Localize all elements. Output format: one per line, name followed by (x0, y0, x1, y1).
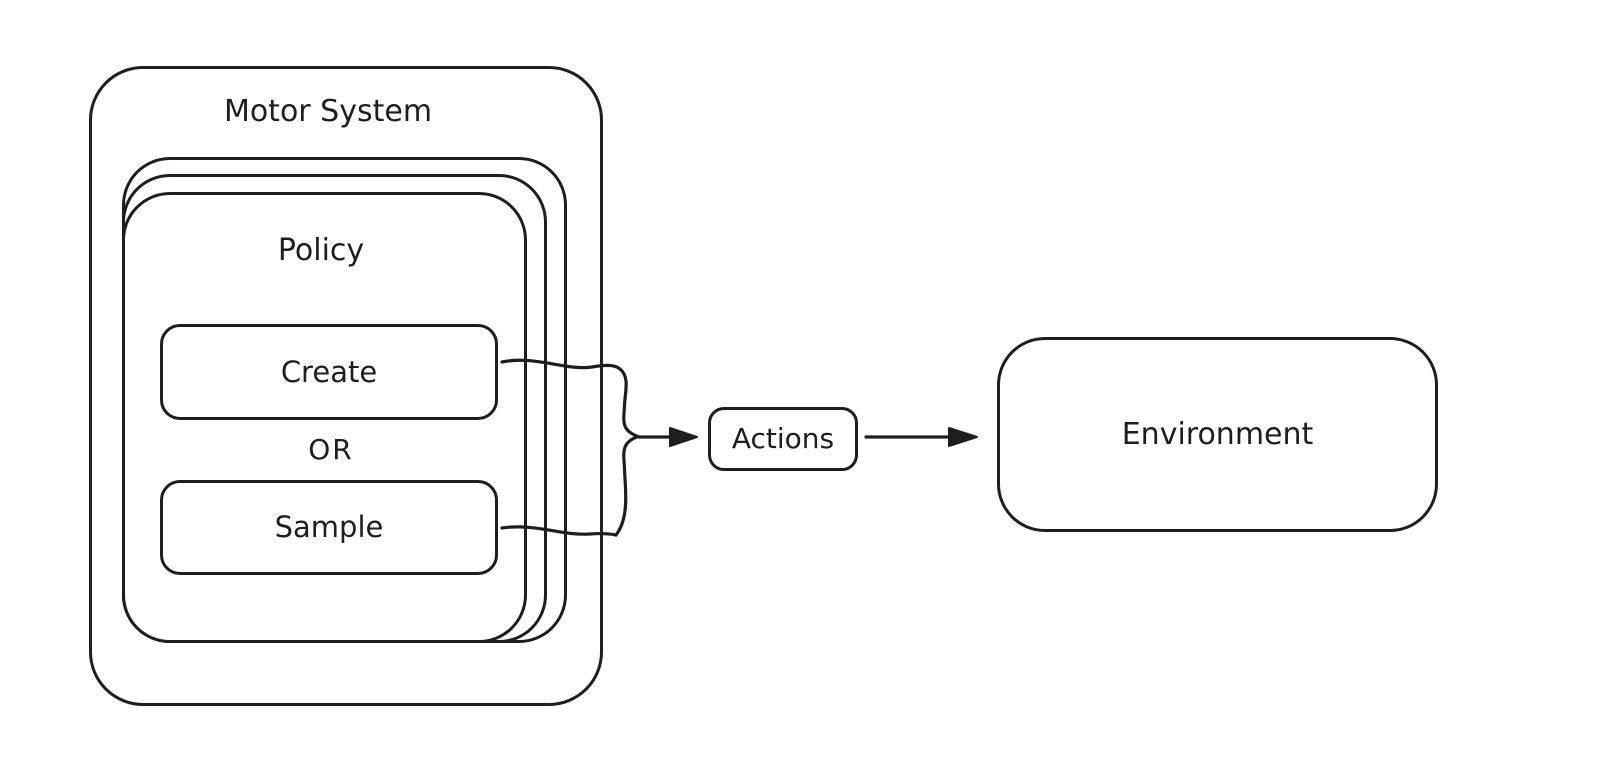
create-box: Create (160, 324, 498, 420)
sample-box: Sample (160, 480, 498, 575)
motor-system-label: Motor System (223, 94, 433, 129)
actions-label: Actions (731, 422, 835, 456)
actions-to-environment-arrowhead (948, 427, 978, 447)
curly-brace (614, 367, 640, 537)
environment-box: Environment (997, 337, 1438, 532)
policy-label: Policy (277, 233, 365, 268)
or-label: OR (308, 433, 354, 467)
environment-label: Environment (1121, 416, 1314, 452)
sample-label: Sample (274, 510, 384, 545)
create-label: Create (280, 354, 378, 389)
brace-to-actions-arrowhead (669, 427, 698, 447)
actions-box: Actions (708, 407, 858, 471)
